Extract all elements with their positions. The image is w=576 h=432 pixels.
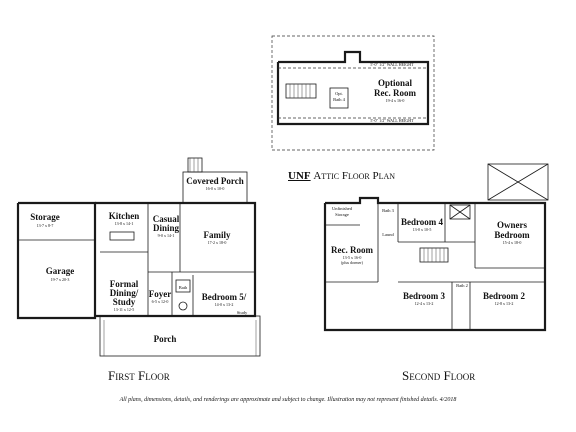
sf-bedroom3-dim: 12-4 x 13-2: [415, 301, 434, 306]
ff-casual-name-1: Casual: [153, 214, 180, 224]
second-floor-title: Second Floor: [402, 368, 476, 383]
attic-room-name-1: Optional: [378, 78, 413, 88]
ff-foyer-dim: 6-5 x 12-0: [152, 299, 169, 304]
sf-bath2-name: Bath 2: [456, 283, 468, 288]
attic-plan: Opt. Bath 4 5'-0" 1/2" WALL HEIGHT 5'-0"…: [271, 35, 435, 151]
ff-formal-name-2: Dining/: [110, 288, 139, 298]
ff-kitchen-dim: 13-8 x 14-1: [115, 221, 134, 226]
sf-bath3-name: Bath 3: [382, 208, 395, 213]
sf-unfinished-name-2: Storage: [335, 212, 349, 217]
sf-bedroom2-dim: 12-8 x 13-2: [495, 301, 514, 306]
ff-garage-name: Garage: [46, 266, 75, 276]
ff-family-name: Family: [204, 230, 231, 240]
ff-covered-porch-name: Covered Porch: [186, 176, 243, 186]
sf-unfinished-name-1: Unfinished: [332, 206, 353, 211]
ff-casual-name-2: Dining: [153, 223, 180, 233]
ff-bedroom5-note: Study: [237, 310, 248, 315]
sf-rec-room-dim: 13-5 x 16-0: [343, 255, 362, 260]
sf-laund-name: Laund: [382, 232, 394, 237]
attic-room-dim: 19-4 x 16-0: [386, 98, 405, 103]
sf-bedroom4-dim: 13-0 x 10-5: [413, 227, 432, 232]
first-floor-title: First Floor: [108, 368, 170, 383]
ff-bedroom5-name: Bedroom 5/: [202, 292, 247, 302]
ff-bath-name: Bath: [179, 285, 188, 290]
attic-bath-label-2: Bath 4: [333, 97, 346, 102]
disclaimer: All plans, dimensions, details, and rend…: [119, 397, 457, 403]
ff-formal-name-3: Study: [113, 297, 136, 307]
ff-casual-dim: 9-0 x 14-1: [158, 233, 175, 238]
ff-formal-name-1: Formal: [110, 279, 139, 289]
ff-formal-dim: 13-11 x 12-5: [114, 307, 135, 312]
ff-porch-name: Porch: [154, 334, 177, 344]
sf-owners-dim: 15-4 x 18-0: [503, 240, 522, 245]
attic-bath-label-1: Opt.: [335, 91, 343, 96]
attic-title-text: Attic Floor Plan: [313, 170, 396, 182]
sf-rec-room-note: (plus dormer): [341, 260, 364, 265]
ff-family-dim: 17-2 x 18-0: [208, 240, 227, 245]
sf-rec-room-name: Rec. Room: [331, 245, 373, 255]
ff-foyer-name: Foyer: [149, 289, 172, 299]
attic-wall-note-bottom: 5'-0" 1/2" WALL HEIGHT: [370, 118, 414, 123]
ff-covered-porch-dim: 16-0 x 10-0: [206, 186, 225, 191]
sf-owners-name-1: Owners: [497, 220, 527, 230]
sf-bedroom4-name: Bedroom 4: [401, 217, 444, 227]
ff-kitchen-name: Kitchen: [109, 211, 140, 221]
ff-bedroom5-dim: 14-0 x 13-2: [215, 302, 234, 307]
attic-title: UNF Attic Floor Plan: [288, 170, 395, 182]
attic-room-name-2: Rec. Room: [374, 88, 416, 98]
ff-storage-name: Storage: [30, 212, 60, 222]
sf-bedroom2-name: Bedroom 2: [483, 291, 526, 301]
ff-storage-dim: 13-7 x 8-7: [37, 223, 54, 228]
second-floor-plan: Unfinished Storage Bath 3 Bedroom 4 13-0…: [323, 163, 549, 332]
first-floor-plan: Storage 13-7 x 8-7 Garage 19-7 x 20-3 Ki…: [16, 157, 261, 357]
sf-bedroom3-name: Bedroom 3: [403, 291, 446, 301]
attic-wall-note-top: 5'-0" 1/2" WALL HEIGHT: [370, 62, 414, 67]
sf-owners-name-2: Bedroom: [494, 230, 530, 240]
attic-title-mark: UNF: [288, 170, 311, 182]
ff-garage-dim: 19-7 x 20-3: [51, 277, 70, 282]
